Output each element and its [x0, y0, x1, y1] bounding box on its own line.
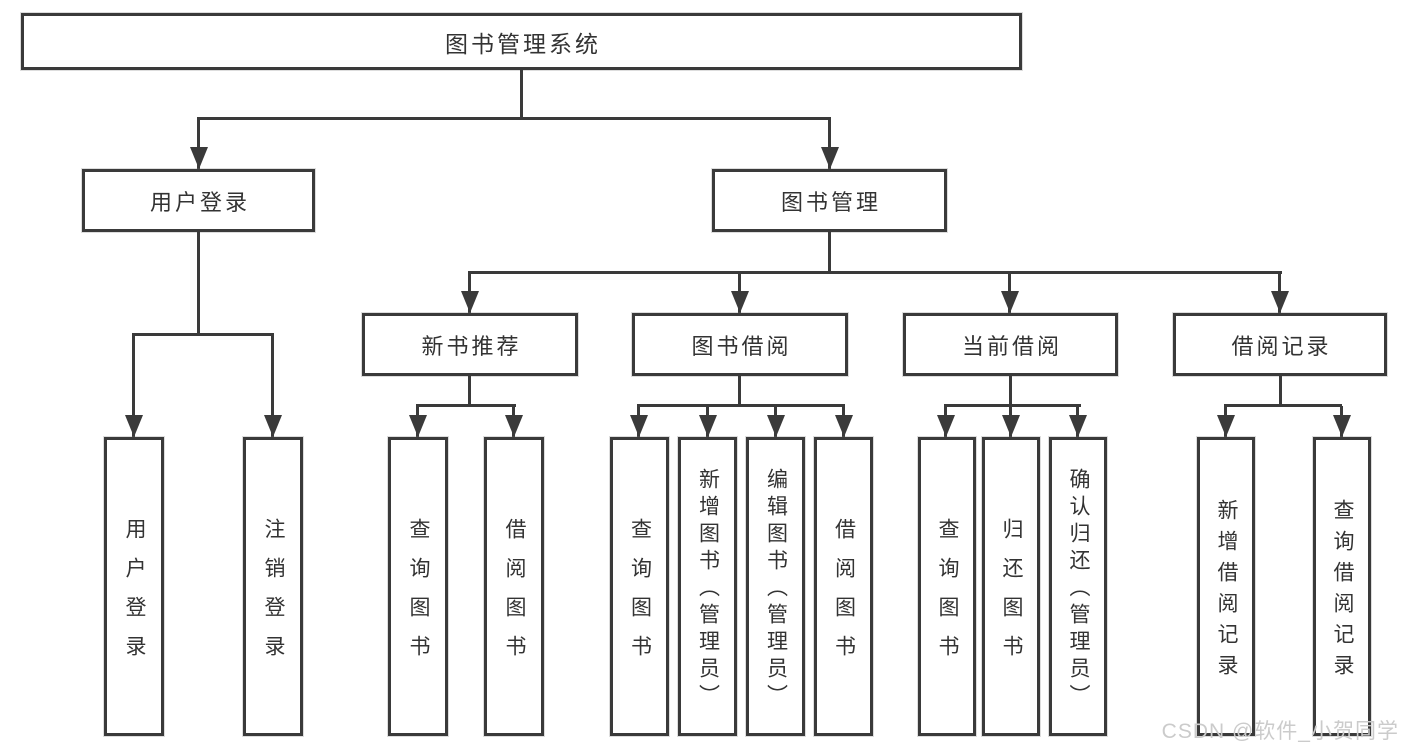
- arrow-borrow-1: [637, 406, 640, 437]
- node-root-label: 图书管理系统: [445, 30, 601, 57]
- connector-manage-stem: [828, 232, 831, 273]
- node-current: 当前借阅: [903, 313, 1118, 376]
- node-manage: 图书管理: [712, 169, 947, 232]
- connector-root-stem: [520, 69, 523, 119]
- arrow-to-current: [1008, 273, 1011, 313]
- node-recommend: 新书推荐: [362, 313, 578, 376]
- arrow-borrow-2: [706, 406, 709, 437]
- leaf-edit-books-admin: 编辑图书（管理员）: [746, 437, 805, 736]
- leaf-user-login: 用户登录: [104, 437, 164, 736]
- arrow-to-user-login: [132, 335, 135, 437]
- connector-login-stem: [197, 232, 200, 335]
- arrow-to-recommend: [468, 273, 471, 313]
- connector-borrow-bar: [637, 404, 845, 407]
- node-borrow-label: 图书借阅: [691, 333, 792, 359]
- arrow-current-1: [944, 406, 947, 437]
- leaf-borrow-query-books-label: 查询图书: [628, 517, 652, 674]
- arrow-recommend-1: [416, 406, 419, 437]
- leaf-borrow-books: 借阅图书: [814, 437, 873, 736]
- leaf-user-login-label: 用户登录: [123, 517, 146, 674]
- arrow-to-logout: [271, 335, 274, 437]
- leaf-borrow-query-books: 查询图书: [610, 437, 669, 736]
- leaf-current-query-books: 查询图书: [918, 437, 976, 736]
- leaf-query-borrow-record: 查询借阅记录: [1313, 437, 1371, 736]
- node-borrow: 图书借阅: [632, 313, 848, 376]
- leaf-add-borrow-record: 新增借阅记录: [1197, 437, 1255, 736]
- connector-login-bar: [132, 333, 274, 336]
- arrow-records-1: [1224, 406, 1227, 437]
- arrow-current-2: [1009, 406, 1012, 437]
- connector-records-bar: [1224, 404, 1342, 407]
- arrow-to-records: [1278, 273, 1281, 313]
- leaf-edit-books-admin-label: 编辑图书（管理员）: [764, 468, 788, 711]
- leaf-logout: 注销登录: [243, 437, 303, 736]
- leaf-recommend-borrow-books: 借阅图书: [484, 437, 544, 736]
- arrow-current-3: [1076, 406, 1079, 437]
- node-current-label: 当前借阅: [961, 333, 1062, 359]
- arrow-recommend-2: [512, 406, 515, 437]
- leaf-recommend-query-books-label: 查询图书: [407, 517, 430, 674]
- connector-current-bar: [944, 404, 1081, 407]
- leaf-query-borrow-record-label: 查询借阅记录: [1331, 498, 1354, 685]
- node-records: 借阅记录: [1173, 313, 1387, 376]
- arrow-to-borrow: [738, 273, 741, 313]
- arrow-borrow-4: [842, 406, 845, 437]
- leaf-recommend-query-books: 查询图书: [388, 437, 448, 736]
- leaf-borrow-books-label: 借阅图书: [832, 517, 856, 674]
- connector-recommend-bar: [416, 404, 516, 407]
- node-recommend-label: 新书推荐: [421, 333, 522, 359]
- node-manage-label: 图书管理: [780, 189, 881, 215]
- arrow-borrow-3: [774, 406, 777, 437]
- leaf-current-query-books-label: 查询图书: [936, 517, 959, 674]
- leaf-return-books: 归还图书: [982, 437, 1040, 736]
- leaf-recommend-borrow-books-label: 借阅图书: [503, 517, 526, 674]
- connector-manage-bar: [468, 271, 1282, 274]
- node-login: 用户登录: [82, 169, 315, 232]
- arrow-to-login: [197, 119, 200, 169]
- connector-recommend-stem: [468, 376, 471, 406]
- connector-current-stem: [1009, 376, 1012, 406]
- leaf-confirm-return-admin-label: 确认归还（管理员）: [1067, 468, 1090, 711]
- connector-records-stem: [1279, 376, 1282, 406]
- connector-root-bar: [197, 117, 831, 120]
- leaf-add-borrow-record-label: 新增借阅记录: [1215, 498, 1238, 685]
- node-login-label: 用户登录: [149, 189, 250, 215]
- leaf-add-books-admin-label: 新增图书（管理员）: [696, 468, 720, 711]
- connector-borrow-stem: [738, 376, 741, 406]
- arrow-to-manage: [828, 119, 831, 169]
- arrow-records-2: [1340, 406, 1343, 437]
- leaf-logout-label: 注销登录: [262, 517, 285, 674]
- leaf-add-books-admin: 新增图书（管理员）: [678, 437, 737, 736]
- node-records-label: 借阅记录: [1231, 333, 1332, 359]
- node-root: 图书管理系统: [21, 13, 1022, 70]
- leaf-return-books-label: 归还图书: [1000, 517, 1023, 674]
- leaf-confirm-return-admin: 确认归还（管理员）: [1049, 437, 1107, 736]
